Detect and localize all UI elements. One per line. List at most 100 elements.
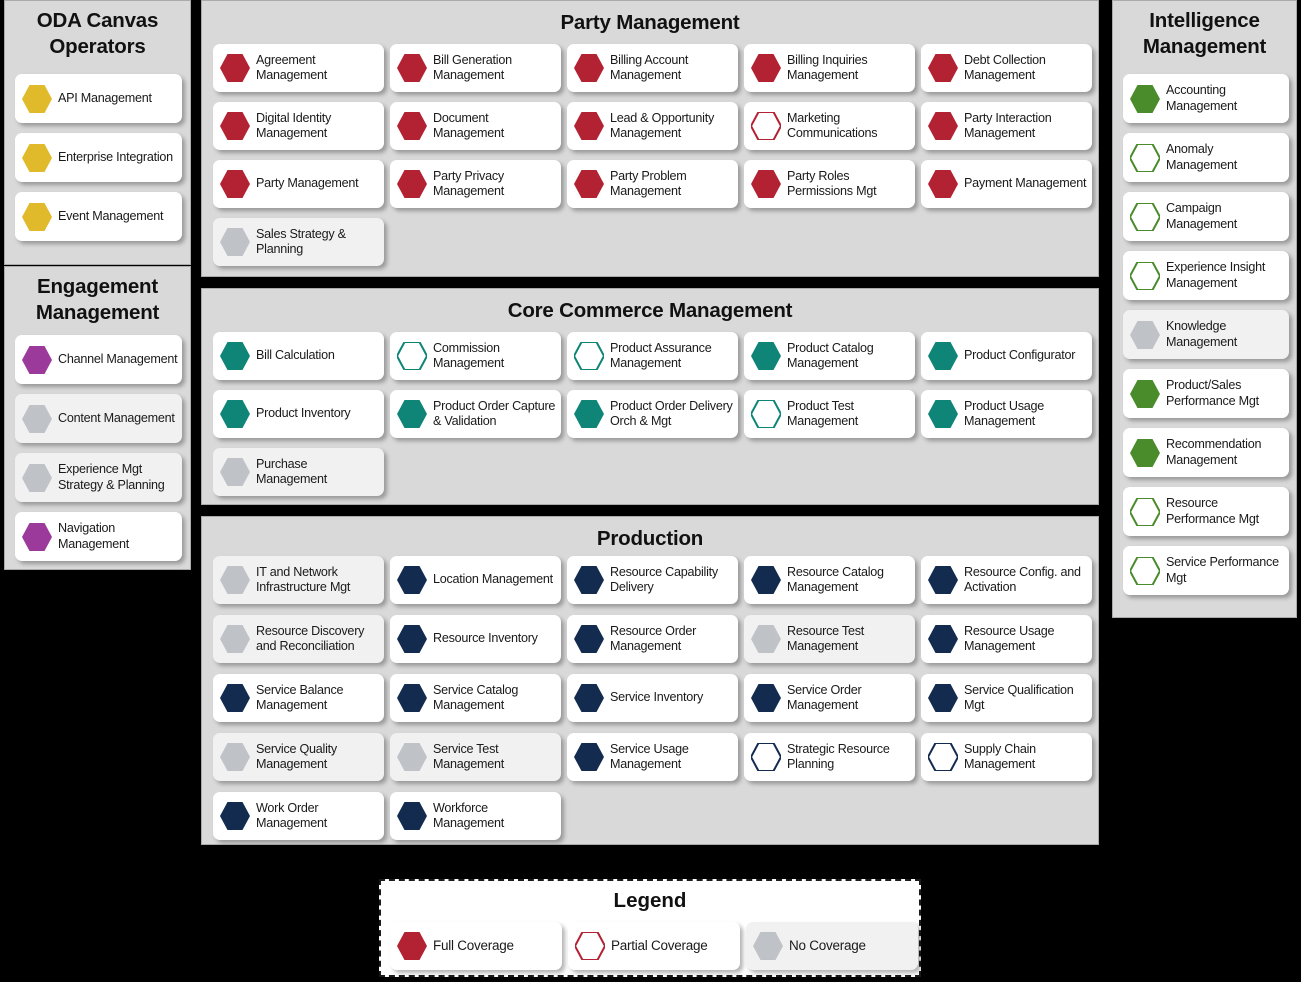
capability-card[interactable]: Sales Strategy & Planning	[213, 218, 384, 266]
capability-card[interactable]: Resource Performance Mgt	[1123, 487, 1289, 536]
capability-card[interactable]: Commission Management	[390, 332, 561, 380]
capability-card[interactable]: Resource Inventory	[390, 615, 561, 663]
capability-card[interactable]: Lead & Opportunity Management	[567, 102, 738, 150]
capability-card[interactable]: Product Order Capture & Validation	[390, 390, 561, 438]
capability-card[interactable]: Partial Coverage	[568, 922, 740, 970]
capability-card[interactable]: Service Test Management	[390, 733, 561, 781]
capability-card[interactable]: Product/Sales Performance Mgt	[1123, 369, 1289, 418]
capability-card[interactable]: Service Performance Mgt	[1123, 546, 1289, 595]
panel-title-operators: ODA Canvas Operators	[36, 9, 159, 58]
coverage-hexagon-icon	[22, 143, 52, 172]
capability-label: Product/Sales Performance Mgt	[1166, 378, 1259, 408]
coverage-hexagon-icon	[751, 400, 781, 428]
capability-card[interactable]: Experience Insight Management	[1123, 251, 1289, 300]
capability-card[interactable]: Service Inventory	[567, 674, 738, 722]
capability-card[interactable]: Digital Identity Management	[213, 102, 384, 150]
panel-title-commerce: Core Commerce Management	[507, 299, 793, 322]
capability-card[interactable]: Debt Collection Management	[921, 44, 1092, 92]
capability-card[interactable]: Location Management	[390, 556, 561, 604]
capability-card[interactable]: Party Management	[213, 160, 384, 208]
coverage-hexagon-icon	[220, 112, 250, 140]
capability-card[interactable]: API Management	[15, 74, 182, 123]
coverage-hexagon-icon	[22, 84, 52, 113]
coverage-hexagon-icon	[574, 54, 604, 82]
capability-card[interactable]: Billing Inquiries Management	[744, 44, 915, 92]
capability-label: Anomaly Management	[1166, 142, 1238, 172]
coverage-hexagon-icon	[1130, 261, 1160, 290]
capability-card[interactable]: Knowledge Management	[1123, 310, 1289, 359]
capability-label: Service Inventory	[610, 690, 704, 705]
capability-card[interactable]: Product Test Management	[744, 390, 915, 438]
coverage-hexagon-icon	[751, 625, 781, 653]
capability-card[interactable]: Channel Management	[15, 335, 182, 384]
capability-card[interactable]: Anomaly Management	[1123, 133, 1289, 182]
capability-card[interactable]: Resource Catalog Management	[744, 556, 915, 604]
capability-card[interactable]: IT and Network Infrastructure Mgt	[213, 556, 384, 604]
capability-label: No Coverage	[789, 938, 866, 954]
capability-card[interactable]: Workforce Management	[390, 792, 561, 840]
capability-label: Payment Management	[964, 176, 1087, 191]
coverage-hexagon-icon	[220, 458, 250, 486]
capability-card[interactable]: Bill Calculation	[213, 332, 384, 380]
capability-card[interactable]: Party Privacy Management	[390, 160, 561, 208]
coverage-hexagon-icon	[220, 342, 250, 370]
panel-title-production: Production	[596, 527, 704, 550]
capability-card[interactable]: Supply Chain Management	[921, 733, 1092, 781]
capability-card[interactable]: Service Usage Management	[567, 733, 738, 781]
capability-card[interactable]: Service Qualification Mgt	[921, 674, 1092, 722]
capability-card[interactable]: Payment Management	[921, 160, 1092, 208]
capability-card[interactable]: Product Order Delivery Orch & Mgt	[567, 390, 738, 438]
coverage-hexagon-icon	[574, 112, 604, 140]
capability-card[interactable]: Product Catalog Management	[744, 332, 915, 380]
capability-label: Recommendation Management	[1166, 437, 1262, 467]
capability-card[interactable]: Service Order Management	[744, 674, 915, 722]
capability-card[interactable]: Service Balance Management	[213, 674, 384, 722]
capability-card[interactable]: Resource Config. and Activation	[921, 556, 1092, 604]
capability-card[interactable]: Product Assurance Management	[567, 332, 738, 380]
capability-label: Sales Strategy & Planning	[256, 226, 346, 256]
capability-card[interactable]: Resource Discovery and Reconciliation	[213, 615, 384, 663]
capability-card[interactable]: No Coverage	[746, 922, 918, 970]
capability-card[interactable]: Strategic Resource Planning	[744, 733, 915, 781]
capability-card[interactable]: Navigation Management	[15, 512, 182, 561]
capability-card[interactable]: Content Management	[15, 394, 182, 443]
capability-card[interactable]: Enterprise Integration	[15, 133, 182, 182]
coverage-hexagon-icon	[220, 228, 250, 256]
coverage-hexagon-icon	[397, 566, 427, 594]
capability-card[interactable]: Resource Test Management	[744, 615, 915, 663]
capability-card[interactable]: Service Catalog Management	[390, 674, 561, 722]
capability-card[interactable]: Bill Generation Management	[390, 44, 561, 92]
capability-card[interactable]: Marketing Communications	[744, 102, 915, 150]
capability-card[interactable]: Service Quality Management	[213, 733, 384, 781]
capability-card[interactable]: Document Management	[390, 102, 561, 150]
capability-card[interactable]: Work Order Management	[213, 792, 384, 840]
coverage-hexagon-icon	[751, 170, 781, 198]
coverage-hexagon-icon	[751, 684, 781, 712]
coverage-hexagon-icon	[574, 342, 604, 370]
capability-card[interactable]: Billing Account Management	[567, 44, 738, 92]
capability-card[interactable]: Product Usage Management	[921, 390, 1092, 438]
capability-card[interactable]: Purchase Management	[213, 448, 384, 496]
capability-card[interactable]: Accounting Management	[1123, 74, 1289, 123]
capability-card[interactable]: Recommendation Management	[1123, 428, 1289, 477]
capability-card[interactable]: Full Coverage	[390, 922, 562, 970]
capability-card[interactable]: Event Management	[15, 192, 182, 241]
panel-title-engagement: Engagement Management	[35, 275, 160, 324]
capability-card[interactable]: Resource Order Management	[567, 615, 738, 663]
capability-card[interactable]: Resource Usage Management	[921, 615, 1092, 663]
capability-card[interactable]: Party Roles Permissions Mgt	[744, 160, 915, 208]
coverage-hexagon-icon	[1130, 84, 1160, 113]
coverage-hexagon-icon	[574, 170, 604, 198]
capability-card[interactable]: Product Configurator	[921, 332, 1092, 380]
coverage-hexagon-icon	[220, 684, 250, 712]
capability-label: Knowledge Management	[1166, 319, 1238, 349]
capability-card[interactable]: Agreement Management	[213, 44, 384, 92]
capability-card[interactable]: Campaign Management	[1123, 192, 1289, 241]
capability-card[interactable]: Product Inventory	[213, 390, 384, 438]
capability-card[interactable]: Resource Capability Delivery	[567, 556, 738, 604]
capability-card[interactable]: Party Problem Management	[567, 160, 738, 208]
capability-card[interactable]: Experience Mgt Strategy & Planning	[15, 453, 182, 502]
capability-card[interactable]: Party Interaction Management	[921, 102, 1092, 150]
coverage-hexagon-icon	[574, 684, 604, 712]
